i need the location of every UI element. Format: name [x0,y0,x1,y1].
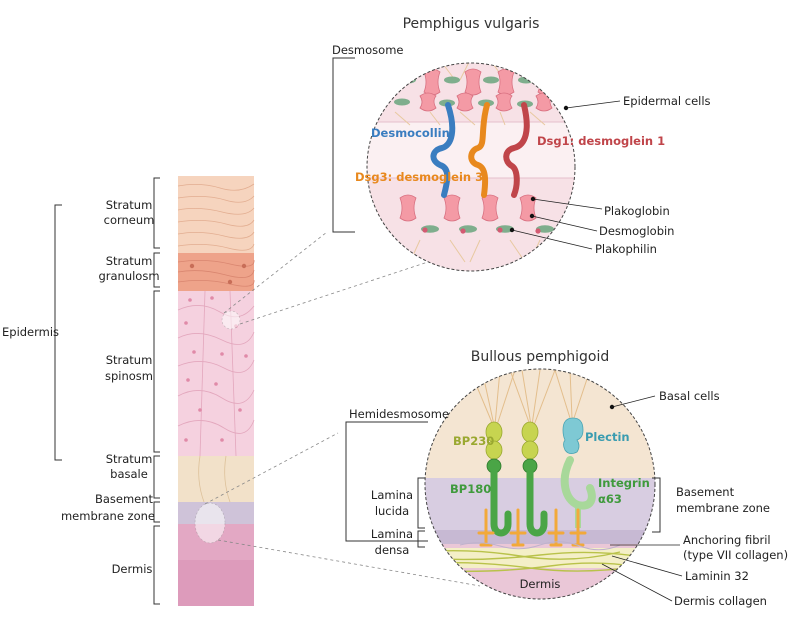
corneum-label-2: corneum [104,213,155,227]
granulosm-label-1: Stratum [106,254,153,268]
lamina-lucida-label-2: lucida [375,504,409,518]
plakoglobin-label: Plakoglobin [604,204,670,218]
hemidesmosome-brackets [345,421,661,548]
desmocollin-label: Desmocollin [371,126,450,140]
dermis-collagen-label: Dermis collagen [674,594,767,608]
desmoglobin-label: Desmoglobin [599,224,674,238]
desmosome-magnified-view [367,63,575,271]
dsg1-label: Dsg1: desmoglein 1 [537,134,665,148]
desmosome-circle-outline [366,62,576,272]
plakophilin-label: Plakophilin [595,242,657,256]
layer-brackets [54,177,160,605]
spinosm-label-2: spinosm [105,369,153,383]
bp180-label: BP180 [450,482,491,496]
bullous-leaders [601,395,683,602]
dsg1-strand [503,102,530,198]
granulosm-label-2: granulosm [98,269,159,283]
integrin-label-1: Integrin [598,476,650,490]
pemphigus-title: Pemphigus vulgaris [403,16,540,32]
layer-labels: Epidermis Stratum corneum Stratum granul… [2,198,160,576]
plectin-label: Plectin [585,430,630,444]
dsg3-strand [468,102,490,198]
hemidesmosome-circle-outline [424,368,656,600]
desmosome-magnifier-spot [221,310,241,330]
bp230-label: BP230 [453,434,494,448]
epidermal-cells-label: Epidermal cells [623,94,711,108]
dsg3-label: Dsg3: desmoglein 3 [355,170,483,184]
skin-column [177,176,255,606]
epidermis-label: Epidermis [2,325,59,339]
desmocollin-strand [430,102,456,198]
spinosm-label-1: Stratum [106,353,153,367]
desmosome-label: Desmosome [332,43,403,57]
basale-label-1: Stratum [106,452,153,466]
lamina-densa-label-2: densa [375,543,410,557]
lamina-densa-label-1: Lamina [371,527,413,541]
bmz-right-label-1: Basement [676,485,735,499]
basal-cells-label: Basal cells [659,389,720,403]
basale-label-2: basale [110,467,148,481]
bmz-label-2: membrane zone [61,509,155,523]
bmz-label-1: Basement [95,492,154,506]
lamina-lucida-label-1: Lamina [371,488,413,502]
hemidesmosome-label: Hemidesmosome [349,407,449,421]
bmz-right-label-2: membrane zone [676,501,770,515]
dermis-label: Dermis [112,562,153,576]
hemidesmosome-magnifier-spot [194,502,226,544]
desmosome-bracket [332,57,355,233]
laminin-label: Laminin 32 [685,569,749,583]
corneum-label-1: Stratum [106,198,153,212]
bullous-title: Bullous pemphigoid [471,349,609,365]
integrin-label-2: α63 [598,492,622,506]
dermis-circle-label: Dermis [520,577,561,591]
anchoring-label-1: Anchoring fibril [683,533,771,547]
pemphigus-leaders [511,100,621,250]
magnifier-connectors [204,231,481,587]
anchoring-label-2: (type VII collagen) [683,548,788,562]
